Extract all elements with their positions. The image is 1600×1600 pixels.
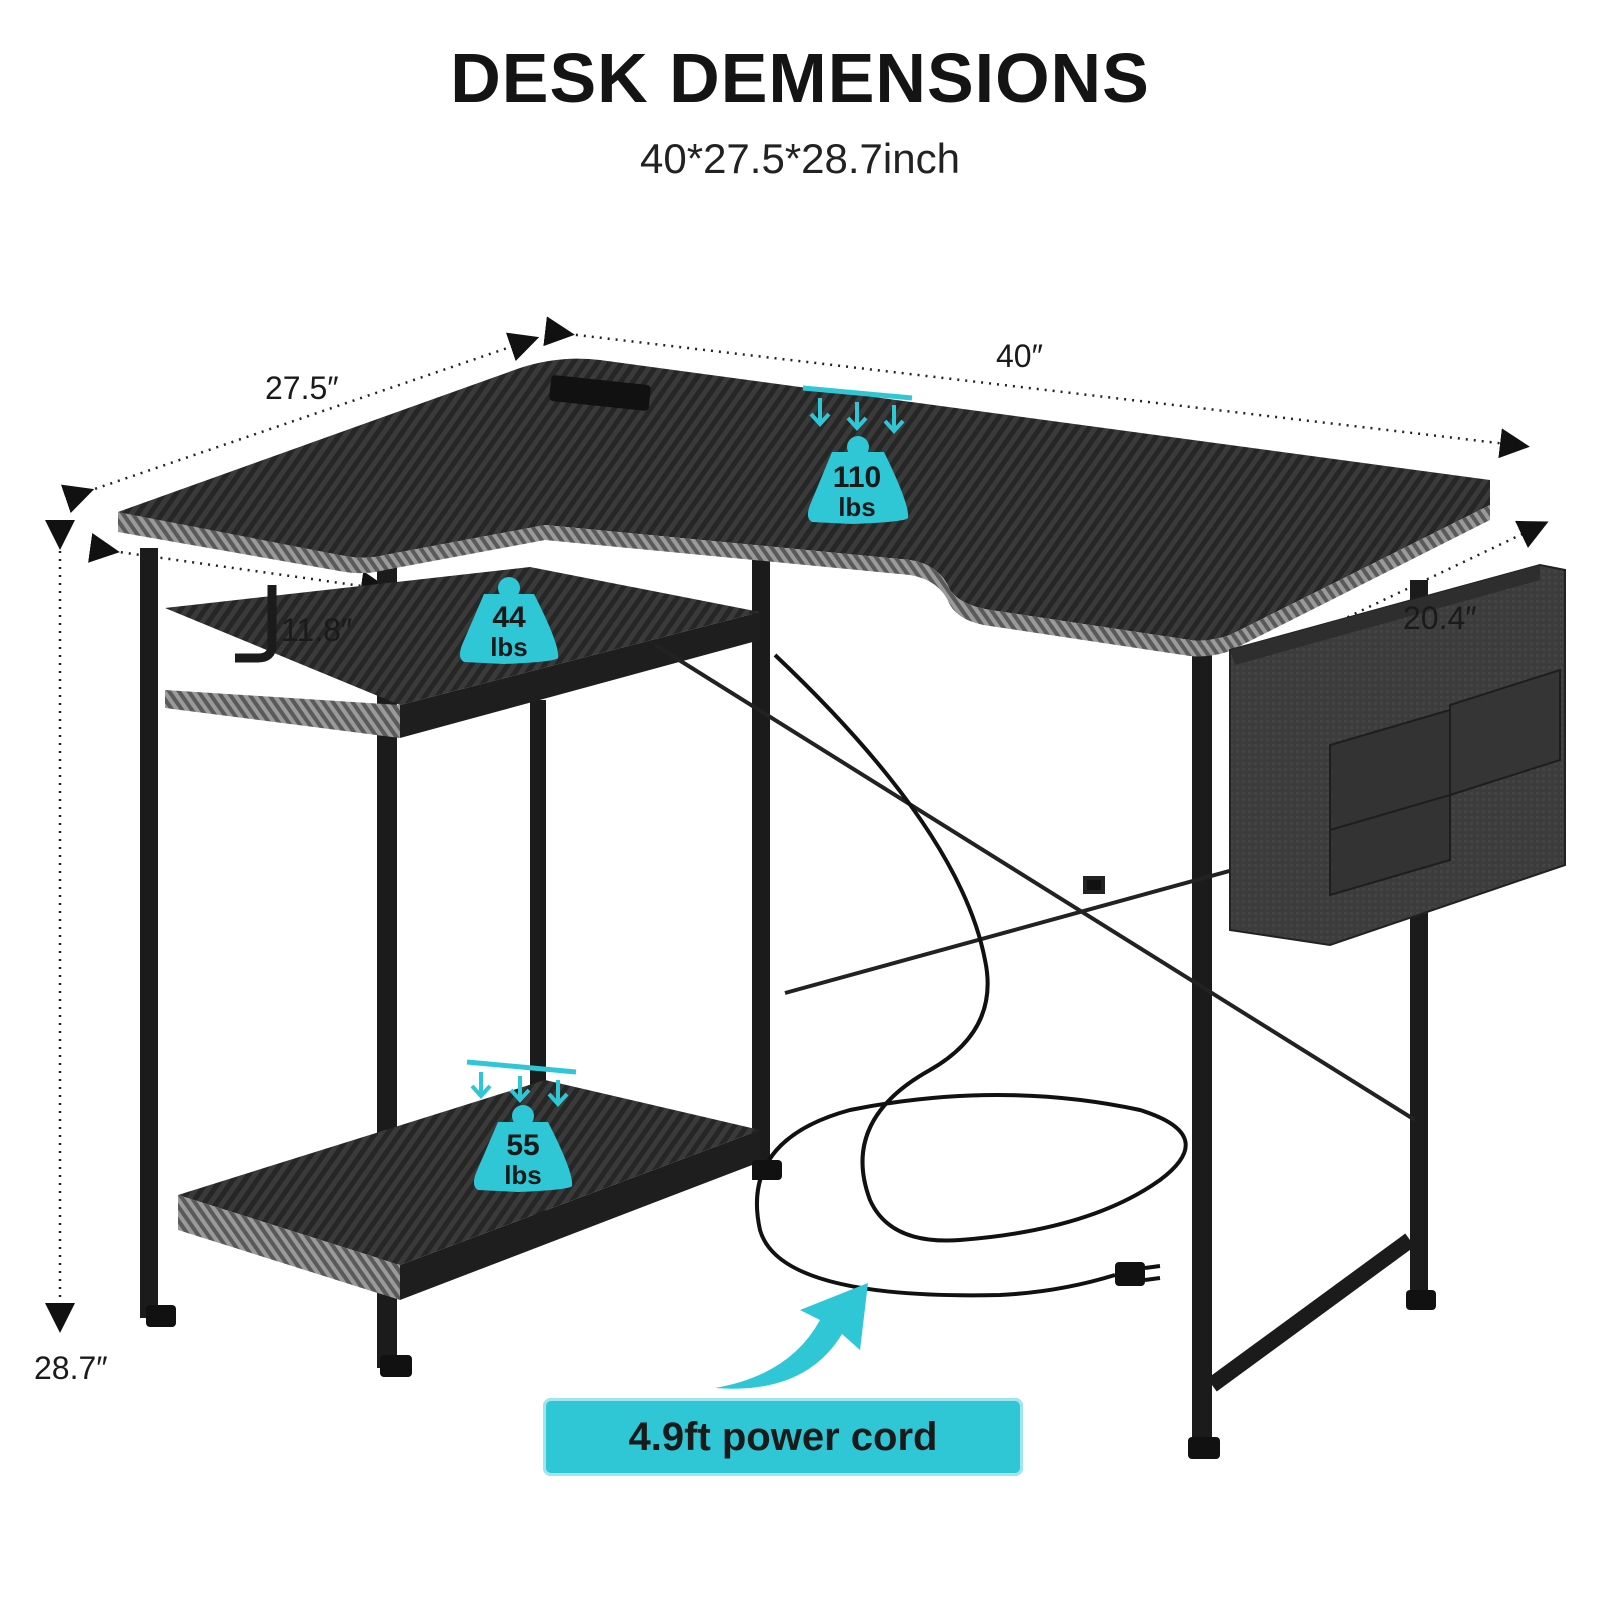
- height-label: 28.7″: [34, 1350, 108, 1386]
- shelf-dimension-line: [88, 533, 391, 601]
- storage-bag: [1229, 563, 1566, 947]
- load-badge-upper-shelf: 44 lbs: [459, 577, 559, 664]
- callout-arrow: [715, 1283, 868, 1389]
- desktop-surface: [118, 358, 1490, 657]
- load-badge-unit: lbs: [504, 1160, 542, 1190]
- load-badge-unit: lbs: [838, 492, 876, 522]
- width-dimension-line: [543, 316, 1530, 459]
- power-cord-callout-label: 4.9ft power cord: [628, 1415, 938, 1459]
- load-badge-value: 55: [506, 1129, 539, 1162]
- power-cord: [754, 653, 1188, 1298]
- load-badge-value: 110: [833, 461, 881, 494]
- page-title: DESK DEMENSIONS: [450, 39, 1150, 117]
- load-badge-desktop: 110 lbs: [802, 385, 913, 524]
- depth-label: 27.5″: [265, 370, 339, 406]
- left-shelf-unit: [140, 548, 782, 1377]
- dimensions-summary: 40*27.5*28.7inch: [640, 135, 960, 182]
- load-badge-value: 44: [492, 601, 526, 634]
- width-label: 40″: [996, 338, 1043, 374]
- bag-width-label: 20.4″: [1403, 600, 1477, 636]
- load-badge-lower-shelf: 55 lbs: [466, 1059, 577, 1192]
- load-badge-unit: lbs: [490, 632, 528, 662]
- shelf-depth-label: 11.8″: [281, 612, 353, 648]
- power-cord-callout: [543, 1398, 1023, 1476]
